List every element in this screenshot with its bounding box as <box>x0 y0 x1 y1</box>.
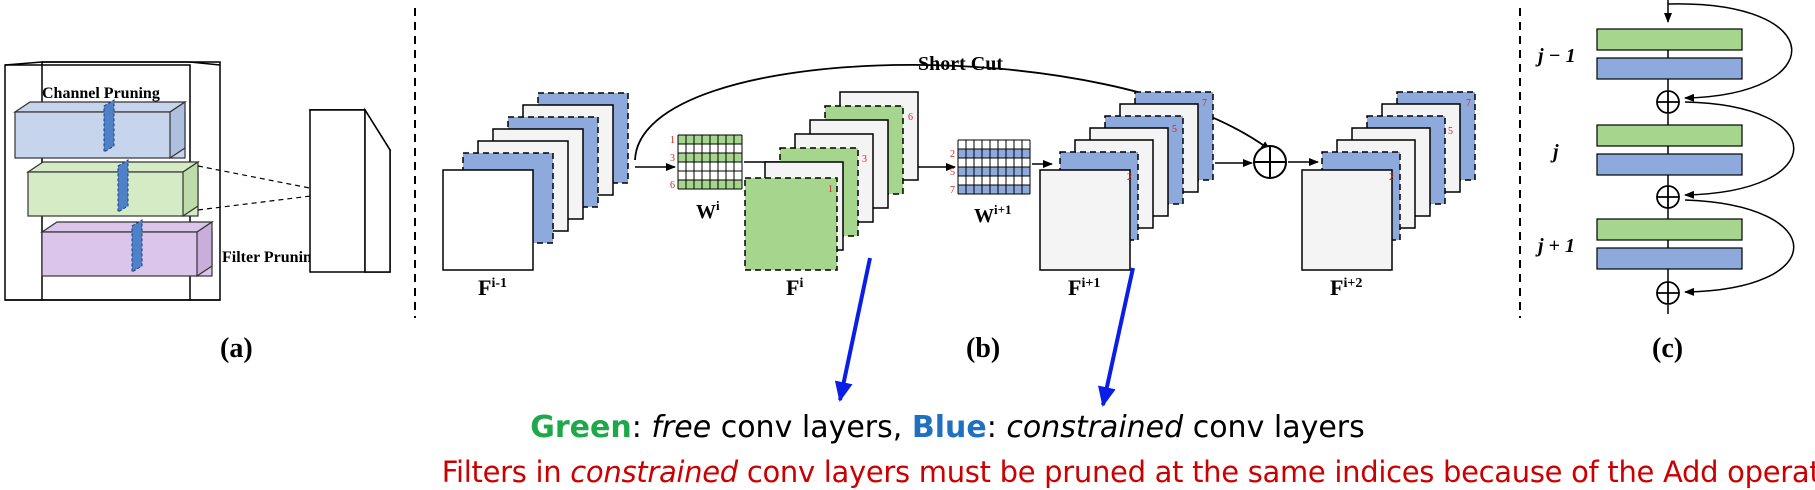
callout-arrow-constrained <box>1098 267 1135 407</box>
block-label: j + 1 <box>1535 235 1575 257</box>
weight-label-wi: Wi <box>696 198 720 223</box>
legend-constrained-word: constrained <box>1006 410 1184 445</box>
panel-b: Short Cut Fi-1 <box>442 53 1476 407</box>
callout-arrow-free <box>834 257 872 402</box>
legend-warning: Filters in constrained conv layers must … <box>250 455 1815 489</box>
short-cut-label: Short Cut <box>918 53 1003 75</box>
fmap-stack-f-i2 <box>1301 91 1476 271</box>
fmap-stack-f-i <box>744 91 919 271</box>
weight-grid-wi1: 2 5 7 <box>950 139 1031 196</box>
legend-text: conv layers, <box>711 410 912 445</box>
fmap-stack-f-i-1 <box>442 92 629 271</box>
wi-row-index: 1 <box>670 135 675 146</box>
f-i-channel-index: 3 <box>862 154 867 165</box>
slab-purple <box>40 220 214 278</box>
fmap-stack-f-i1 <box>1039 91 1214 271</box>
panel-a-label: (a) <box>220 333 253 364</box>
warning-text: Filters in <box>441 455 571 489</box>
panel-a: Channel Pruning Filter Pruning (a) <box>4 61 392 364</box>
res-block <box>1596 218 1743 270</box>
filter-pruning-label: Filter Pruning <box>222 249 320 266</box>
panel-c: j − 1 j j + 1 (c) <box>1535 0 1795 364</box>
legend-free-word: free <box>651 410 712 445</box>
block-label: j <box>1550 141 1559 163</box>
f-i-channel-index: 6 <box>908 112 913 123</box>
f-i1-channel-index: 7 <box>1202 98 1207 109</box>
add-operator-icon <box>1656 185 1680 209</box>
panel-b-label: (b) <box>966 333 1000 364</box>
weight-grid-wi: 1 3 6 <box>670 134 743 191</box>
add-operator-icon <box>1656 90 1680 114</box>
map-label-f-i2: Fi+2 <box>1330 275 1362 300</box>
wi1-row-index: 7 <box>950 185 955 196</box>
block-label: j − 1 <box>1535 45 1576 67</box>
f-i1-channel-index: 5 <box>1172 124 1177 135</box>
add-operator-icon <box>1656 281 1680 305</box>
slab-green <box>26 160 200 218</box>
channel-pruning-label: Channel Pruning <box>42 85 160 102</box>
panel-c-label: (c) <box>1652 333 1683 364</box>
f-i1-channel-index: 2 <box>1127 172 1132 183</box>
wi1-row-index: 5 <box>950 167 955 178</box>
wi-row-index: 6 <box>670 180 675 191</box>
legend-green-word: Green <box>530 410 632 445</box>
warning-text: conv layers must be pruned at the same i… <box>737 455 1815 489</box>
map-label-f-i: Fi <box>786 275 803 300</box>
add-operator-icon <box>1253 145 1287 179</box>
f-i-channel-index: 1 <box>828 184 833 195</box>
res-block <box>1596 28 1743 80</box>
legend-sep: : <box>986 410 1007 445</box>
f-i2-channel-index: 2 <box>1389 172 1394 183</box>
weight-label-wi1: Wi+1 <box>974 202 1012 227</box>
channel-slices <box>103 99 143 273</box>
single-filter <box>308 107 392 273</box>
legend-text: conv layers <box>1183 410 1365 445</box>
map-label-f-i-1: Fi-1 <box>478 275 507 300</box>
warning-constrained-word: constrained <box>570 455 738 489</box>
legend-color-key: Green: free conv layers, Blue: constrain… <box>40 410 1815 445</box>
wi1-row-index: 2 <box>950 149 955 160</box>
legend-blue-word: Blue <box>911 410 987 445</box>
wi-row-index: 3 <box>670 153 675 164</box>
res-block <box>1596 124 1743 176</box>
slab-blue <box>13 100 187 160</box>
map-label-f-i1: Fi+1 <box>1068 275 1100 300</box>
legend-sep: : <box>631 410 652 445</box>
f-i2-channel-index: 5 <box>1448 126 1453 137</box>
f-i2-channel-index: 7 <box>1466 98 1471 109</box>
